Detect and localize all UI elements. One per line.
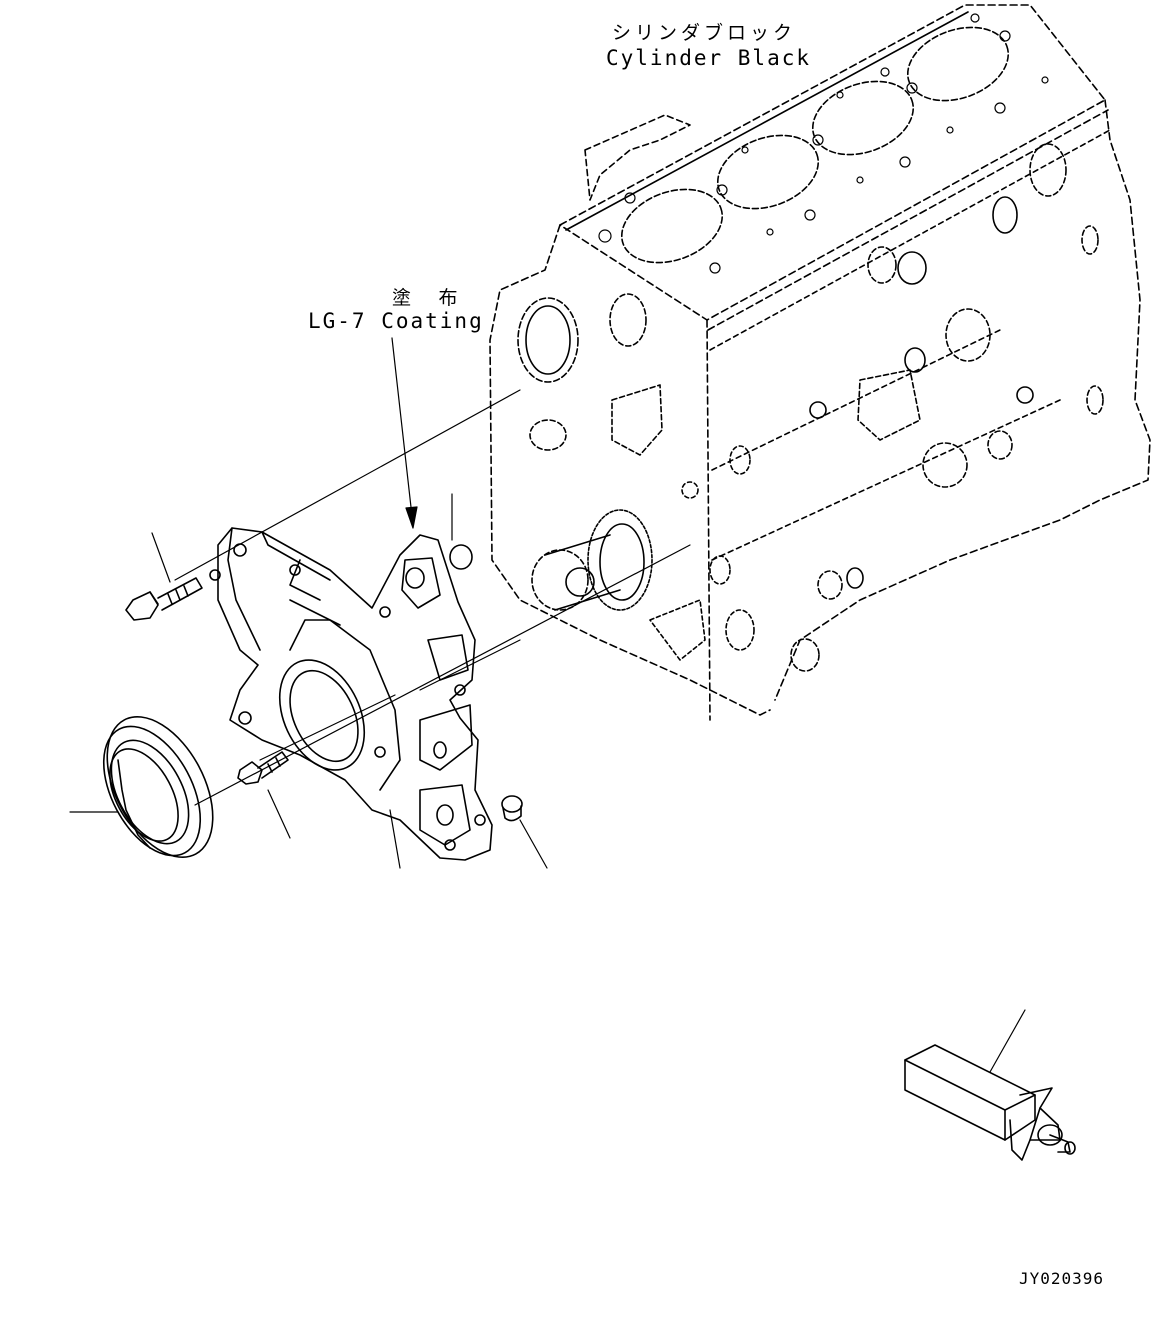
oil-seal-icon (84, 699, 235, 875)
coating-arrow-head (406, 507, 417, 528)
cylinder-block-label-jp: シリンダブロック (612, 22, 797, 44)
dowel-pin-icon (502, 796, 522, 821)
coating-arrow-line (392, 338, 413, 525)
o-ring-icon (450, 545, 472, 569)
leader-line-dowel (520, 820, 547, 868)
leader-line-cover (390, 810, 400, 868)
coating-label-en: LG-7 Coating (308, 309, 484, 333)
leader-line-bolt (152, 533, 170, 582)
leader-line-tool (990, 1010, 1025, 1072)
leader-line-short-bolt (268, 790, 290, 838)
coating-label-jp: 塗 布 (392, 287, 466, 309)
short-bolt-icon (238, 752, 288, 784)
cylinder-block-icon (490, 5, 1150, 720)
seal-installer-tool-icon (905, 1045, 1075, 1160)
cylinder-block-label-en: Cylinder Black (606, 46, 812, 70)
callout-leader-group (70, 338, 1025, 1072)
flange-bolt-icon (126, 578, 202, 620)
front-cover-icon (210, 528, 492, 860)
drawing-code: JY020396 (1019, 1269, 1105, 1288)
